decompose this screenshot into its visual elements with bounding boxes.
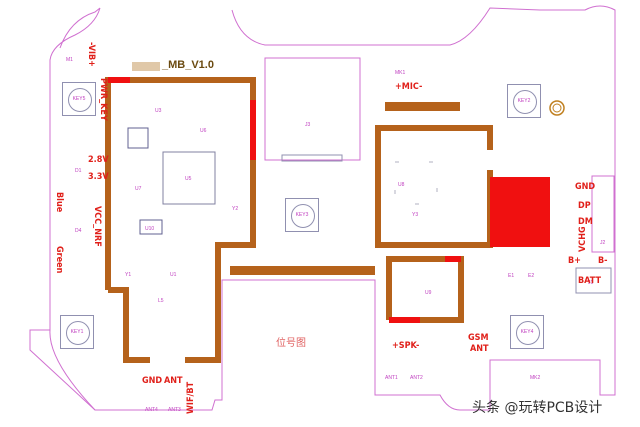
speaker-label: +SPK- bbox=[392, 341, 420, 351]
key2-button[interactable]: KEY2 bbox=[507, 84, 541, 118]
wifi-gnd-label: GND bbox=[142, 376, 163, 386]
ref-e2: E2 bbox=[528, 273, 535, 279]
key1-button[interactable]: KEY1 bbox=[60, 315, 94, 349]
gsm-label: GSM bbox=[468, 333, 489, 343]
ref-u10: U10 bbox=[145, 226, 155, 232]
ref-ant3: ANT3 bbox=[168, 407, 181, 413]
watermark: 头条 @玩转PCB设计 bbox=[472, 400, 603, 416]
vchg-label: VCHG bbox=[578, 226, 588, 252]
ref-y2: Y2 bbox=[232, 206, 239, 212]
ref-u6: U6 bbox=[200, 128, 207, 134]
ref-u5: U5 bbox=[185, 176, 192, 182]
ref-d1: D1 bbox=[75, 168, 82, 174]
ref-u9: U9 bbox=[425, 290, 432, 296]
ref-j2: J2 bbox=[600, 240, 606, 246]
ref-j1: J1 bbox=[588, 280, 594, 286]
key-label: KEY2 bbox=[517, 98, 531, 104]
voltage-3v3-label: 3.3V bbox=[88, 172, 109, 182]
key-label: KEY3 bbox=[295, 212, 309, 218]
usb-dp-label: DP bbox=[578, 201, 591, 211]
key-label: KEY5 bbox=[72, 96, 86, 102]
battery-plus-label: B+ bbox=[568, 256, 581, 266]
ref-mk2: MK2 bbox=[530, 375, 541, 381]
vib-label: -VIB+ bbox=[86, 42, 96, 67]
ref-y1: Y1 bbox=[125, 272, 132, 278]
ref-m1: M1 bbox=[66, 57, 73, 63]
usb-dm-label: DM bbox=[578, 217, 593, 227]
ref-u3: U3 bbox=[155, 108, 162, 114]
green-led-label: Green bbox=[54, 246, 64, 274]
ref-d4: D4 bbox=[75, 228, 82, 234]
key-label: KEY1 bbox=[70, 329, 84, 335]
key5-button[interactable]: KEY5 bbox=[62, 82, 96, 116]
ref-l5: L5 bbox=[158, 298, 164, 304]
ref-u8: U8 bbox=[398, 182, 405, 188]
wifi-bt-label: WIF/BT bbox=[186, 381, 196, 414]
blue-led-label: Blue bbox=[54, 192, 64, 213]
pwr-key-label: PWR_KEY bbox=[98, 78, 108, 121]
mic-label: +MIC- bbox=[395, 82, 423, 92]
ref-ant1: ANT1 bbox=[385, 375, 398, 381]
usb-gnd-label: GND bbox=[575, 182, 596, 192]
battery-minus-label: B- bbox=[598, 256, 608, 266]
battery-label: BATT bbox=[578, 276, 601, 286]
voltage-2v8-label: 2.8V bbox=[88, 155, 109, 165]
board-version-label: _MB_V1.0 bbox=[162, 59, 214, 71]
key-label: KEY4 bbox=[520, 329, 534, 335]
key4-button[interactable]: KEY4 bbox=[510, 315, 544, 349]
version-logo-block bbox=[132, 62, 160, 71]
ref-y3: Y3 bbox=[412, 212, 419, 218]
gsm-ant-label: ANT bbox=[470, 344, 489, 354]
ref-e1: E1 bbox=[508, 273, 515, 279]
placement-map-title: 位号图 bbox=[276, 338, 306, 349]
ref-ant2: ANT2 bbox=[410, 375, 423, 381]
connector-j3-label: J3 bbox=[305, 122, 311, 128]
ref-ant4: ANT4 bbox=[145, 407, 158, 413]
wifi-ant-label: ANT bbox=[164, 376, 183, 386]
key3-button[interactable]: KEY3 bbox=[285, 198, 319, 232]
vcc-nrf-label: VCC_NRF bbox=[92, 206, 102, 247]
ref-mk1: MK1 bbox=[395, 70, 406, 76]
ref-u7: U7 bbox=[135, 186, 142, 192]
ref-u1: U1 bbox=[170, 272, 177, 278]
